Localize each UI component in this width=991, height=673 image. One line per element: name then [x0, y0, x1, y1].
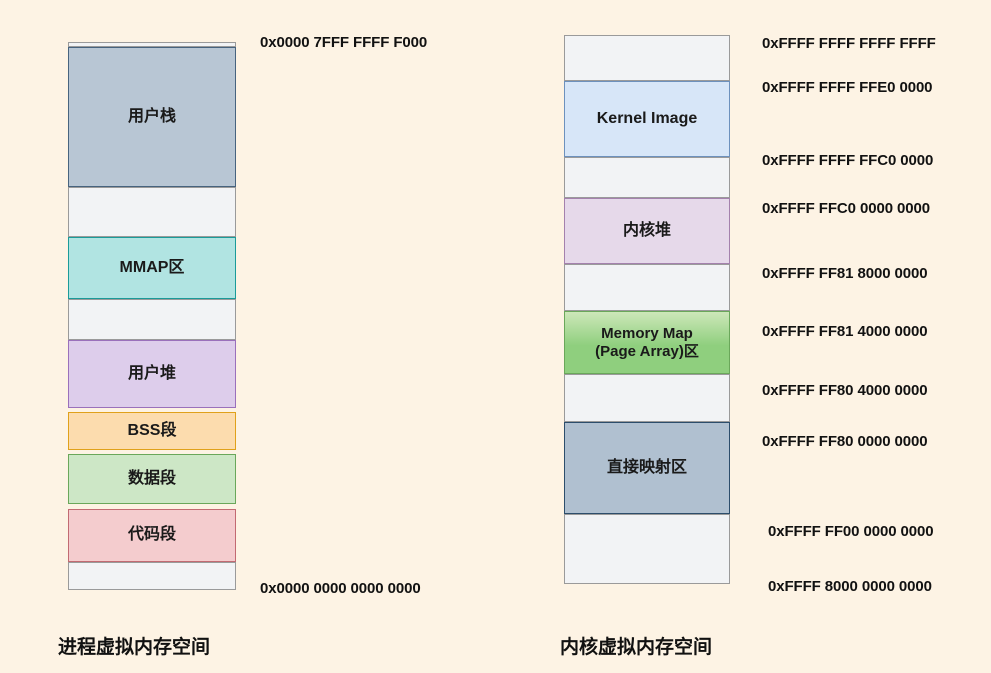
memory-block-text-segment: 代码段 — [68, 509, 236, 562]
memory-column-process: 用户栈 MMAP区用户堆 BSS段数据段代码段 — [68, 42, 236, 590]
memory-block-label: 数据段 — [127, 469, 176, 487]
memory-block-bss-segment: BSS段 — [68, 412, 236, 450]
addr-ffff-ff81-4000-0000: 0xFFFF FF81 4000 0000 — [762, 323, 928, 340]
memory-block-gap-top — [68, 42, 236, 47]
memory-block-label: 内核堆 — [622, 221, 671, 239]
addr-ffff-ff80-0000-0000: 0xFFFF FF80 0000 0000 — [762, 433, 928, 450]
memory-block-label: Memory Map (Page Array)区 — [595, 324, 699, 360]
addr-ffff-ffff-ffc0-0000: 0xFFFF FFFF FFC0 0000 — [762, 152, 934, 169]
addr-ffff-ffff-ffe0-0000: 0xFFFF FFFF FFE0 0000 — [762, 79, 933, 96]
memory-block-label: BSS段 — [127, 421, 177, 439]
memory-block-gap-top — [564, 35, 730, 81]
addr-ffff-ffff-ffff-ffff: 0xFFFF FFFF FFFF FFFF — [762, 35, 936, 52]
addr-zero: 0x0000 0000 0000 0000 — [260, 580, 421, 597]
memory-block-label: 代码段 — [127, 526, 176, 544]
column-caption-kernel: 内核虚拟内存空间 — [560, 637, 713, 658]
addr-ffff-ffc0-0000-0000: 0xFFFF FFC0 0000 0000 — [762, 200, 930, 217]
memory-block-user-heap: 用户堆 — [68, 340, 236, 408]
addr-ffff-ff81-8000-0000: 0xFFFF FF81 8000 0000 — [762, 265, 928, 282]
memory-block-data-segment: 数据段 — [68, 454, 236, 504]
memory-block-direct-mapping: 直接映射区 — [564, 422, 730, 514]
memory-block-memory-map-area: Memory Map (Page Array)区 — [564, 311, 730, 374]
addr-stack-top: 0x0000 7FFF FFFF F000 — [260, 34, 428, 51]
column-caption-process: 进程虚拟内存空间 — [58, 637, 211, 658]
memory-block-mmap-area: MMAP区 — [68, 237, 236, 299]
memory-block-gap-bottom — [564, 514, 730, 584]
memory-block-gap-2 — [564, 264, 730, 311]
memory-block-label: 直接映射区 — [606, 458, 687, 476]
memory-block-kernel-image: Kernel Image — [564, 81, 730, 157]
memory-block-kernel-heap: 内核堆 — [564, 198, 730, 264]
addr-ffff-ff80-4000-0000: 0xFFFF FF80 4000 0000 — [762, 382, 928, 399]
memory-block-gap-bottom — [68, 562, 236, 590]
memory-block-gap-2 — [68, 299, 236, 340]
memory-column-kernel: Kernel Image 内核堆 Memory Map (Page Array)区直… — [564, 35, 730, 584]
memory-block-label: Kernel Image — [596, 109, 698, 127]
memory-block-user-stack: 用户栈 — [68, 47, 236, 187]
memory-block-label: MMAP区 — [119, 258, 185, 276]
memory-block-gap-1 — [564, 157, 730, 198]
addr-ffff-ff00-0000-0000: 0xFFFF FF00 0000 0000 — [768, 523, 934, 540]
addr-ffff-8000-0000-0000: 0xFFFF 8000 0000 0000 — [768, 578, 932, 595]
memory-block-label: 用户堆 — [127, 364, 176, 382]
memory-block-gap-3 — [564, 374, 730, 422]
memory-block-label: 用户栈 — [127, 107, 176, 125]
memory-block-gap-1 — [68, 187, 236, 237]
